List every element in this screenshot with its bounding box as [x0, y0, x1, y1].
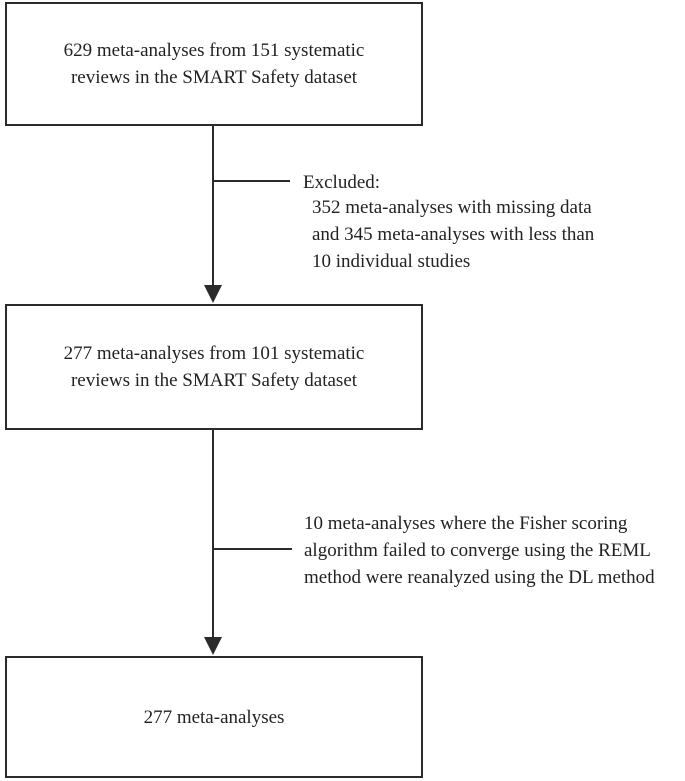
reanalysis-line-1: 10 meta-analyses where the Fisher scorin… — [304, 513, 628, 534]
included-dataset-line-2: reviews in the SMART Safety dataset — [70, 370, 358, 391]
source-dataset-box: 629 meta-analyses from 151 systematic re… — [5, 2, 423, 126]
source-dataset-line-1: 629 meta-analyses from 151 systematic — [63, 40, 365, 61]
final-analysis-line-1: 277 meta-analyses — [143, 706, 285, 728]
reanalysis-note: 10 meta-analyses where the Fisher scorin… — [304, 510, 655, 591]
arrowhead-box2 — [204, 285, 222, 303]
exclusion-heading: Excluded: — [303, 172, 381, 193]
reanalysis-line-3: method were reanalyzed using the DL meth… — [304, 567, 655, 588]
exclusion-line-2: and 345 meta-analyses with less than — [312, 224, 595, 245]
arrowhead-box3 — [204, 637, 222, 655]
final-analysis-box: 277 meta-analyses — [5, 656, 423, 778]
exclusion-details: 352 meta-analyses with missing data and … — [312, 194, 594, 275]
included-dataset-box: 277 meta-analyses from 101 systematic re… — [5, 304, 423, 430]
exclusion-line-1: 352 meta-analyses with missing data — [312, 197, 592, 218]
source-dataset-line-2: reviews in the SMART Safety dataset — [70, 67, 358, 88]
included-dataset-line-1: 277 meta-analyses from 101 systematic — [63, 343, 365, 364]
reanalysis-line-2: algorithm failed to converge using the R… — [304, 540, 651, 561]
exclusion-line-3: 10 individual studies — [312, 251, 471, 272]
